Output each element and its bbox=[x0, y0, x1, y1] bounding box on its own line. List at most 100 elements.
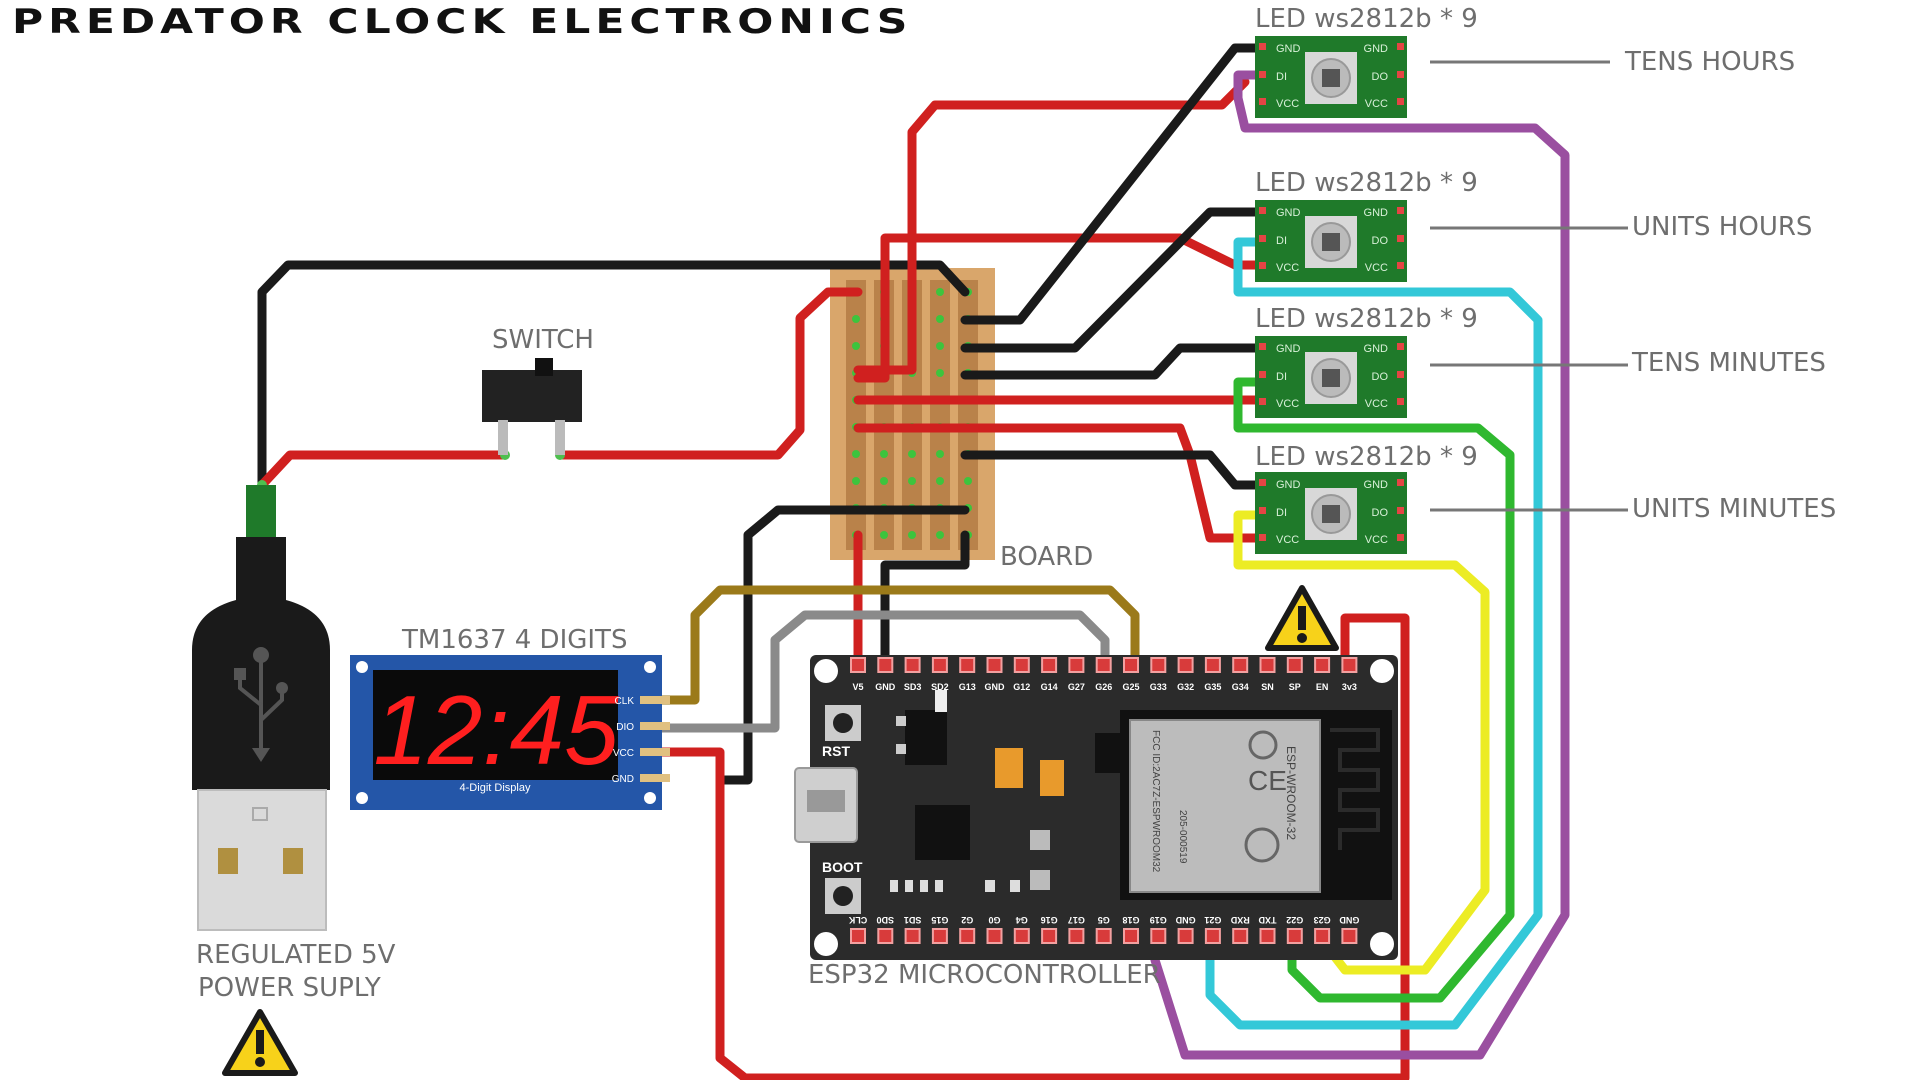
esp32-bottom-pin bbox=[1341, 928, 1358, 944]
led-pin-label: DO bbox=[1372, 71, 1389, 83]
esp32-top-pin-label: G32 bbox=[1177, 682, 1194, 692]
esp32-top-pin bbox=[1068, 657, 1085, 673]
warning-icon bbox=[1265, 585, 1339, 651]
led-label-units-minutes: LED ws2812b * 9 bbox=[1255, 442, 1478, 472]
led-pin-label: GND bbox=[1364, 43, 1389, 55]
led-pin-label: GND bbox=[1276, 43, 1301, 55]
esp32-top-pin bbox=[1204, 657, 1221, 673]
display-digits: 12:45 bbox=[373, 675, 619, 785]
esp32-top-pin bbox=[1123, 657, 1139, 673]
esp32-top-pin bbox=[1095, 657, 1112, 673]
boot-button[interactable] bbox=[825, 878, 861, 914]
display-caption: 4-Digit Display bbox=[460, 782, 531, 794]
wire-vcc-tens-hours bbox=[853, 77, 1250, 375]
led-pin-label: DI bbox=[1276, 507, 1287, 519]
esp32-top-pin bbox=[1286, 657, 1303, 673]
led-pin-label: DI bbox=[1276, 71, 1287, 83]
led-pin-label: VCC bbox=[1365, 98, 1388, 110]
label-power-line2: POWER SUPLY bbox=[198, 973, 381, 1003]
display-pin-label: DIO bbox=[616, 722, 634, 733]
led-pin-label: DO bbox=[1372, 371, 1389, 383]
wire-usb-gnd bbox=[257, 260, 970, 490]
power-switch[interactable] bbox=[482, 358, 582, 455]
esp32-top-pin bbox=[1041, 657, 1058, 673]
label-switch: SWITCH bbox=[492, 325, 594, 355]
led-module-tens-hours: GND DI VCC GND DO VCC bbox=[1255, 36, 1407, 118]
esp32-bottom-pin bbox=[1204, 928, 1221, 944]
esp32-top-pin-label: SN bbox=[1261, 682, 1274, 692]
display-pin-dio bbox=[640, 722, 670, 730]
esp32-bottom-pin-label: G2 bbox=[961, 915, 973, 925]
label-units-hours: UNITS HOURS bbox=[1632, 212, 1813, 242]
led-pin-label: DI bbox=[1276, 371, 1287, 383]
esp32-top-pin-label: SP bbox=[1289, 682, 1301, 692]
esp32-bottom-pin-label: G18 bbox=[1122, 915, 1139, 925]
esp32-bottom-pin bbox=[1123, 928, 1139, 944]
ce-mark-icon: CE bbox=[1248, 765, 1287, 796]
esp32-top-pin bbox=[1314, 657, 1331, 673]
wire-board-display-gnd bbox=[715, 505, 970, 785]
esp32-bottom-pin bbox=[986, 928, 1003, 944]
esp32-bottom-pin bbox=[1314, 928, 1331, 944]
led-pin-label: VCC bbox=[1276, 398, 1299, 410]
usb-plug-icon bbox=[192, 485, 330, 931]
esp32-bottom-pin-label: CLK bbox=[848, 915, 867, 925]
esp32-top-pin-label: G35 bbox=[1204, 682, 1221, 692]
esp32-bottom-pin-label: G22 bbox=[1286, 915, 1303, 925]
led-pin-label: GND bbox=[1276, 479, 1301, 491]
display-pin-gnd bbox=[640, 774, 670, 782]
esp32-bottom-pin-label: RXD bbox=[1230, 915, 1250, 925]
display-pin-label: GND bbox=[612, 774, 634, 785]
esp32-bottom-pin bbox=[1013, 928, 1030, 944]
led-pin-label: VCC bbox=[1365, 398, 1388, 410]
esp32-bottom-pin-label: GND bbox=[1339, 915, 1360, 925]
esp32-bottom-pin-label: SD1 bbox=[904, 915, 922, 925]
esp32-bottom-pin bbox=[904, 928, 921, 944]
led-pin-label: GND bbox=[1364, 479, 1389, 491]
wire-data-units-hours bbox=[1205, 237, 1543, 1030]
module-line-1: ESP-WROOM-32 bbox=[1284, 746, 1298, 840]
rst-button[interactable] bbox=[825, 705, 861, 741]
esp32-bottom-pin-label: TXD bbox=[1258, 915, 1277, 925]
led-pin-label: VCC bbox=[1276, 98, 1299, 110]
led-pin-label: GND bbox=[1276, 207, 1301, 219]
led-label-units-hours: LED ws2812b * 9 bbox=[1255, 168, 1478, 198]
wire-data-units-minutes bbox=[1233, 510, 1490, 975]
esp32-top-pin bbox=[877, 657, 894, 673]
esp32-bottom-pin bbox=[1259, 928, 1276, 944]
label-esp32: ESP32 MICROCONTROLLER bbox=[808, 960, 1161, 990]
esp32-top-pin-label: G25 bbox=[1122, 682, 1139, 692]
esp32-bottom-pin-label: G16 bbox=[1041, 915, 1058, 925]
wire-gnd-tens-hours bbox=[960, 43, 1267, 325]
esp32-bottom-pin-label: G15 bbox=[931, 915, 948, 925]
wire-gnd-units-hours bbox=[960, 207, 1267, 353]
boot-label: BOOT bbox=[822, 859, 863, 875]
esp32-bottom-pin-label: G0 bbox=[988, 915, 1000, 925]
module-line-2: FCC ID:2AC7Z-ESPWROOM32 bbox=[1150, 730, 1161, 873]
esp32-bottom-pin bbox=[877, 928, 894, 944]
esp32-bottom-pin bbox=[959, 928, 976, 944]
esp32-top-pin bbox=[1259, 657, 1276, 673]
wifi-icon bbox=[1248, 730, 1278, 760]
esp32-top-pin bbox=[1341, 657, 1358, 673]
esp32-top-pin bbox=[1232, 657, 1249, 673]
esp32-top-pin-label: GND bbox=[875, 682, 896, 692]
esp32-top-pin-label: G27 bbox=[1068, 682, 1085, 692]
display-pin-clk bbox=[640, 696, 670, 704]
led-label-tens-minutes: LED ws2812b * 9 bbox=[1255, 304, 1478, 334]
esp32-top-pin-label: GND bbox=[985, 682, 1006, 692]
page-title: PREDATOR CLOCK ELECTRONICS bbox=[12, 2, 913, 42]
led-pin-label: GND bbox=[1364, 207, 1389, 219]
esp32-bottom-pin bbox=[1068, 928, 1085, 944]
wire-switch-board bbox=[555, 287, 863, 460]
esp32-bottom-pin-label: G19 bbox=[1150, 915, 1167, 925]
label-tens-hours: TENS HOURS bbox=[1625, 47, 1796, 77]
wire-gnd-tens-minutes bbox=[960, 343, 1267, 380]
esp32-board: RST BOOT CE ESP-WROOM-32 FCC ID:2AC7Z-ES… bbox=[794, 655, 1398, 960]
esp32-bottom-pin bbox=[850, 928, 866, 944]
esp32-top-pin bbox=[1150, 657, 1167, 673]
